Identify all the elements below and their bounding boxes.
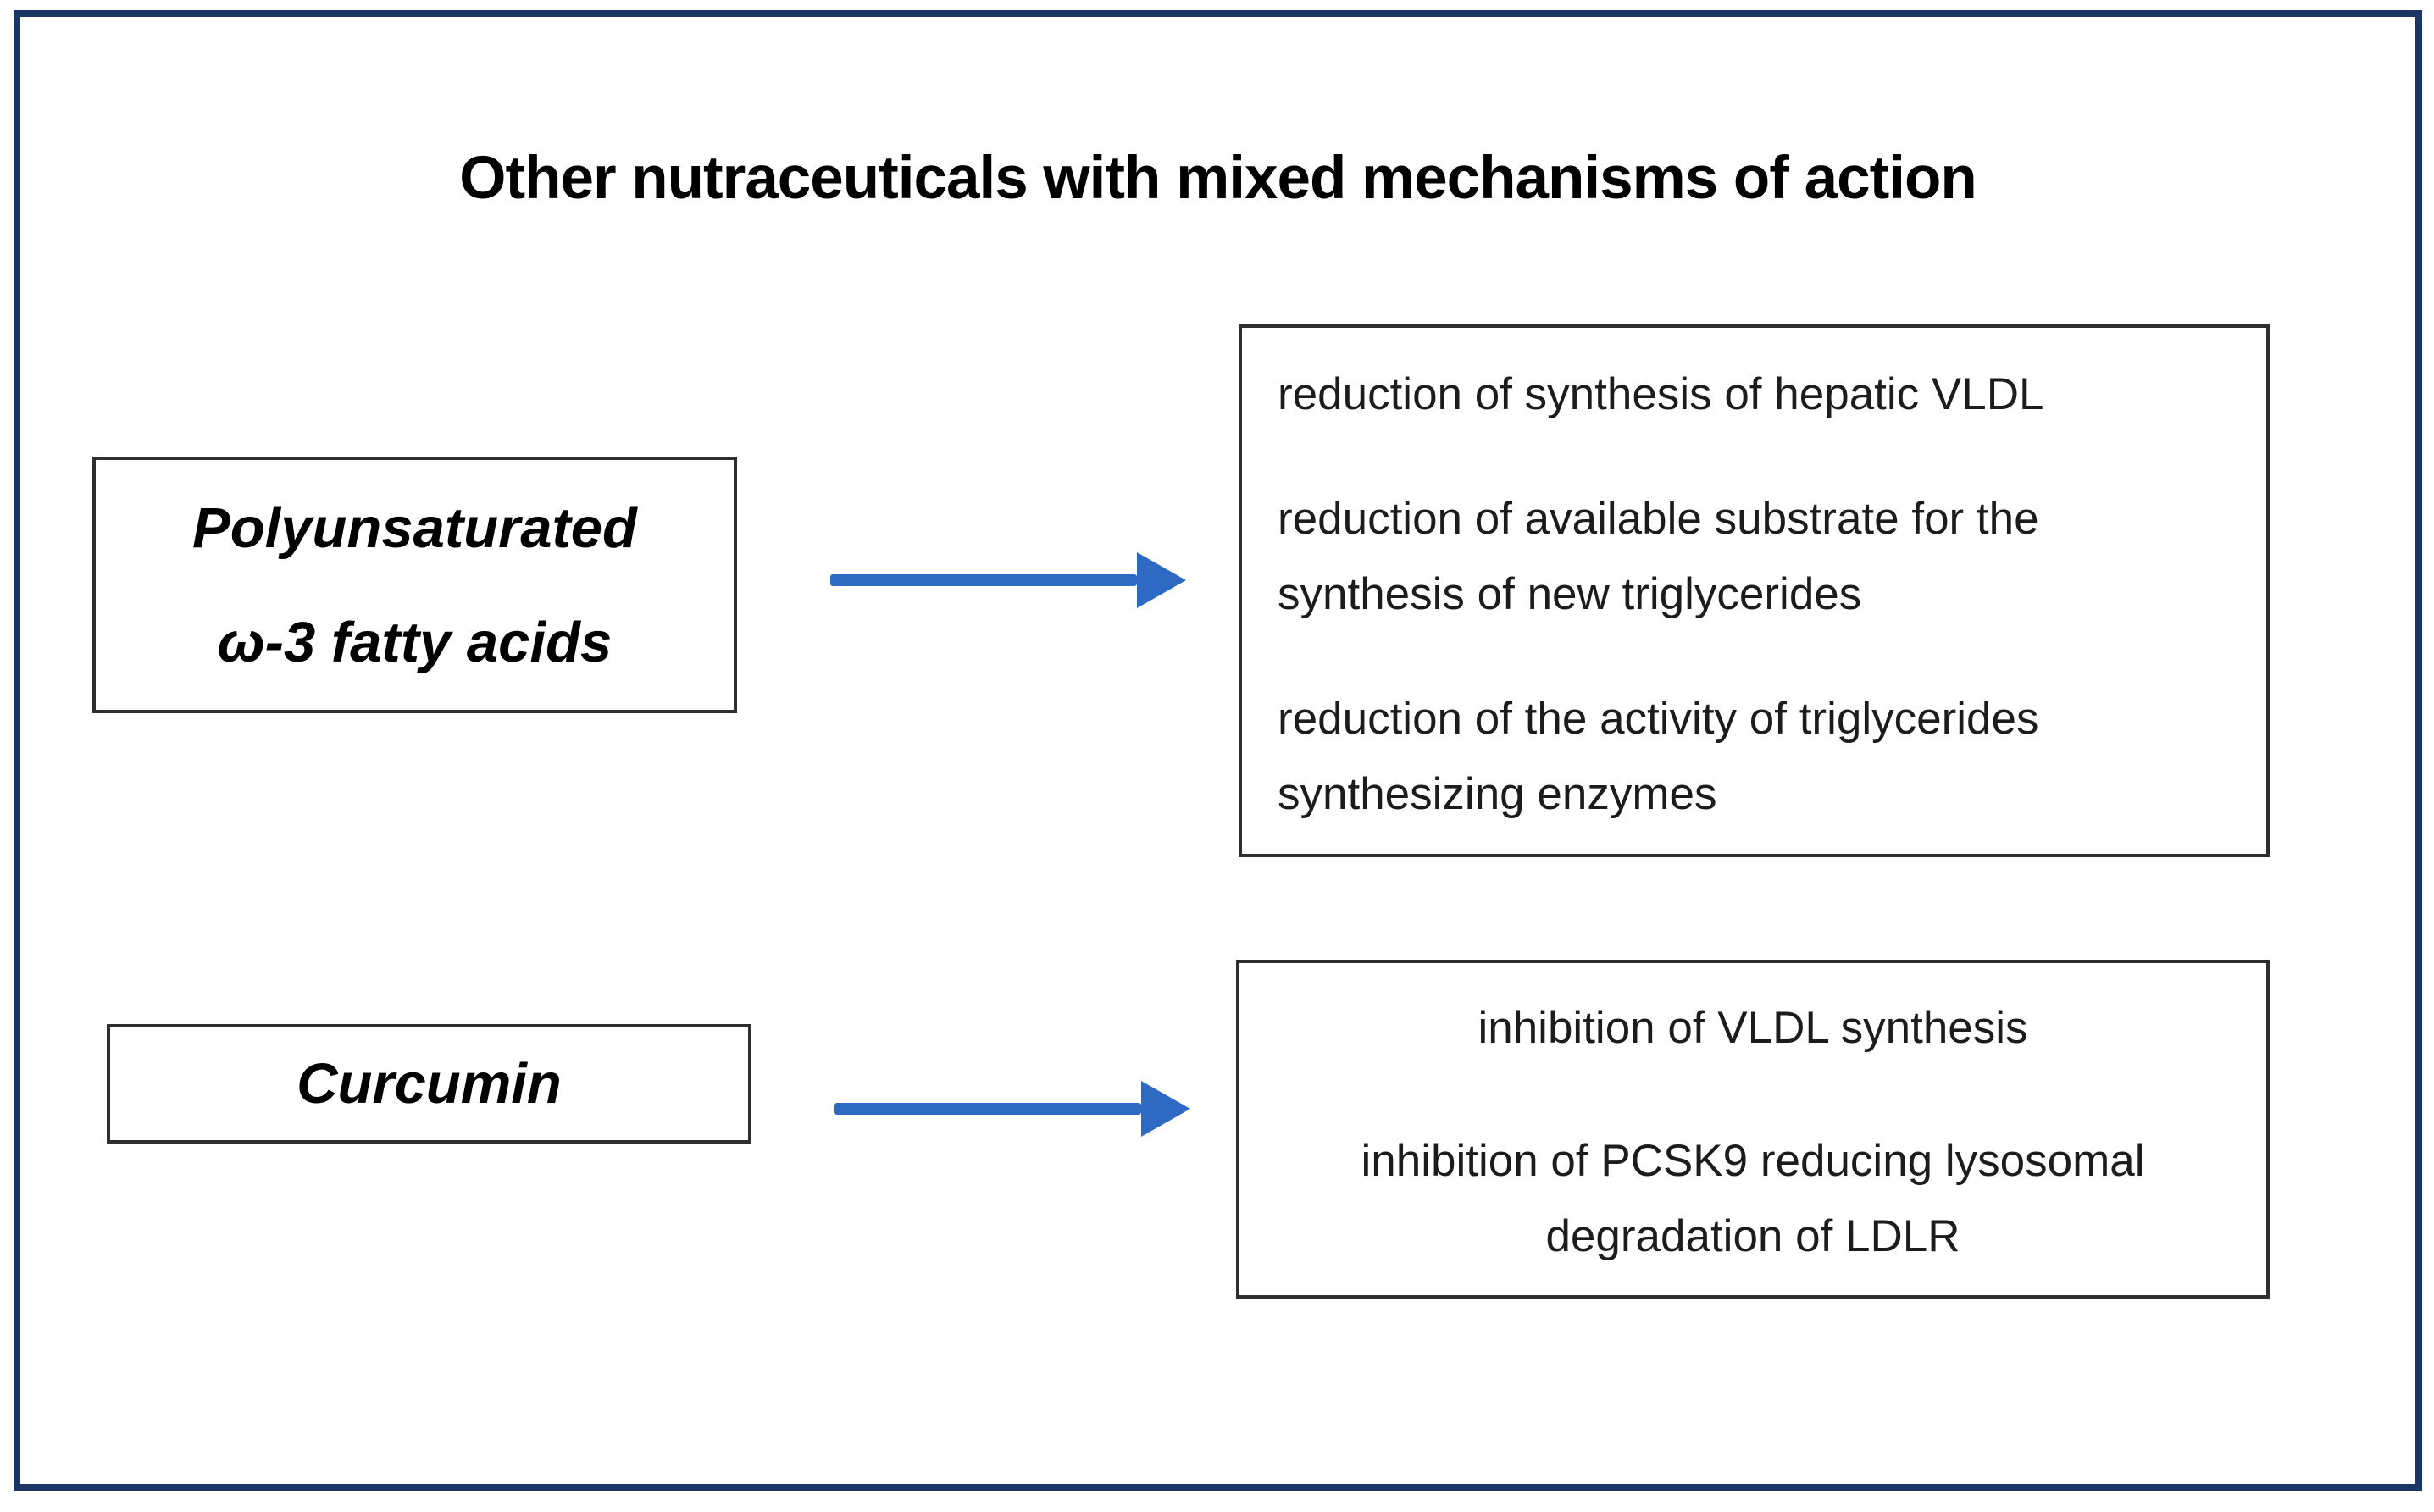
arrow-head-icon — [1141, 1081, 1190, 1137]
effect-item: reduction of synthesis of hepatic VLDL — [1278, 369, 2044, 419]
arrow-head-icon — [1137, 552, 1186, 608]
source-box-omega3: Polyunsaturated ω-3 fatty acids — [92, 457, 737, 713]
source-label-curcumin: Curcumin — [297, 1052, 562, 1116]
source-box-curcumin: Curcumin — [107, 1024, 751, 1144]
effects-box-curcumin: inhibition of VLDL synthesis inhibition … — [1236, 960, 2270, 1299]
outer-frame: Other nutraceuticals with mixed mechanis… — [14, 10, 2422, 1491]
source-label-omega3-line1: Polyunsaturated — [192, 496, 637, 560]
effect-item: inhibition of VLDL synthesis — [1478, 1003, 2028, 1053]
effects-box-omega3: reduction of synthesis of hepatic VLDL r… — [1239, 324, 2270, 857]
arrow-shaft — [834, 1103, 1141, 1115]
diagram-title: Other nutraceuticals with mixed mechanis… — [459, 145, 1977, 212]
arrow-curcumin-to-effects — [834, 1081, 1190, 1137]
effect-item: reduction of the activity of triglycerid… — [1278, 694, 2039, 820]
arrow-shaft — [830, 574, 1137, 586]
effect-item: reduction of available substrate for the… — [1278, 494, 2039, 620]
source-label-omega3-line2: ω-3 fatty acids — [217, 610, 613, 674]
arrow-omega3-to-effects — [830, 552, 1186, 608]
effect-item: inhibition of PCSK9 reducing lysosomal d… — [1361, 1136, 2145, 1262]
